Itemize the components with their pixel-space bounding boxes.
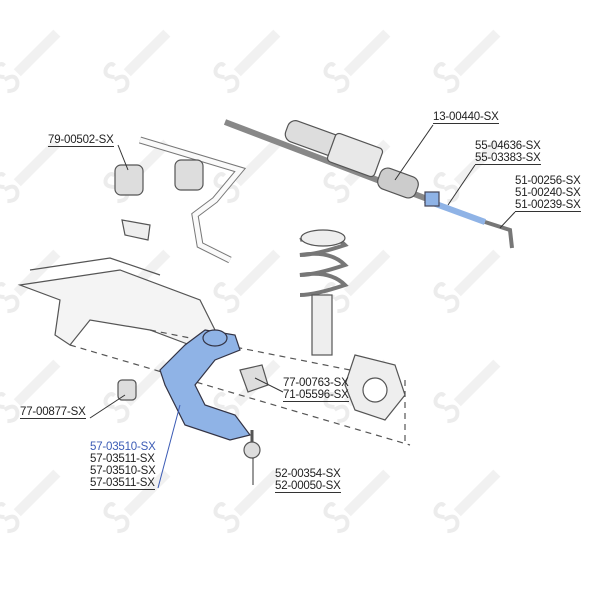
watermark-logo-icon (103, 29, 171, 94)
arm-rear-bushing (239, 364, 269, 393)
label-control-arm-3[interactable]: 57-03510-SX (90, 465, 156, 477)
label-control-arm-1[interactable]: 57-03510-SX (90, 441, 156, 453)
leader-line (254, 377, 284, 393)
coil-spring (299, 234, 349, 297)
watermark-logo-icon (433, 469, 501, 534)
label-tie-rod-end-2[interactable]: 51-00240-SX (515, 187, 581, 199)
label-ball-joint-2[interactable]: 52-00050-SX (275, 480, 341, 493)
leader-line (447, 164, 476, 206)
watermark-logo-icon (0, 29, 61, 94)
label-arm-front-bushing[interactable]: 77-00877-SX (20, 406, 86, 419)
watermark-logo-icon (323, 29, 391, 94)
ball-joint (243, 441, 261, 459)
watermark-logo-icon (213, 469, 281, 534)
label-tie-rod-2[interactable]: 55-03383-SX (475, 152, 541, 165)
label-tie-rod-1[interactable]: 55-04636-SX (475, 140, 541, 152)
watermark-logo-icon (0, 139, 61, 204)
label-tie-rod-end-1[interactable]: 51-00256-SX (515, 175, 581, 187)
steering-boot (377, 167, 419, 199)
leader-line (117, 144, 129, 171)
tie-rod-end (484, 220, 514, 249)
strut (311, 294, 333, 356)
leader-line (394, 124, 434, 181)
watermark-logo-icon (433, 29, 501, 94)
label-arm-rear-bushing-1[interactable]: 77-00763-SX (283, 377, 349, 389)
watermark-logo-icon (103, 359, 171, 424)
leader-line (89, 394, 126, 419)
label-arm-rear-bushing-2[interactable]: 71-05596-SX (283, 389, 349, 402)
watermark-logo-icon (103, 469, 171, 534)
arm-front-bushing (117, 379, 137, 401)
label-ball-joint-1[interactable]: 52-00354-SX (275, 468, 341, 480)
label-stabilizer-bushing[interactable]: 79-00502-SX (48, 134, 114, 147)
watermark-logo-icon (433, 359, 501, 424)
label-steering-rack[interactable]: 13-00440-SX (433, 111, 499, 124)
control-arm (159, 329, 252, 441)
label-control-arm-2[interactable]: 57-03511-SX (90, 453, 155, 465)
watermark-logo-icon (0, 469, 61, 534)
stabilizer-bushing (114, 164, 144, 196)
assembly-line (69, 344, 411, 446)
watermark-logo-icon (323, 469, 391, 534)
watermark-logo-icon (213, 29, 281, 94)
watermark-logo-icon (433, 249, 501, 314)
label-control-arm-4[interactable]: 57-03511-SX (90, 477, 155, 490)
watermark-logo-icon (0, 359, 61, 424)
subframe (17, 269, 216, 346)
leader-line (499, 211, 516, 229)
leader-line (157, 404, 181, 489)
label-tie-rod-end-3[interactable]: 51-00239-SX (515, 199, 581, 212)
watermark-logo-icon (213, 249, 281, 314)
watermark-logo-icon (0, 249, 61, 314)
